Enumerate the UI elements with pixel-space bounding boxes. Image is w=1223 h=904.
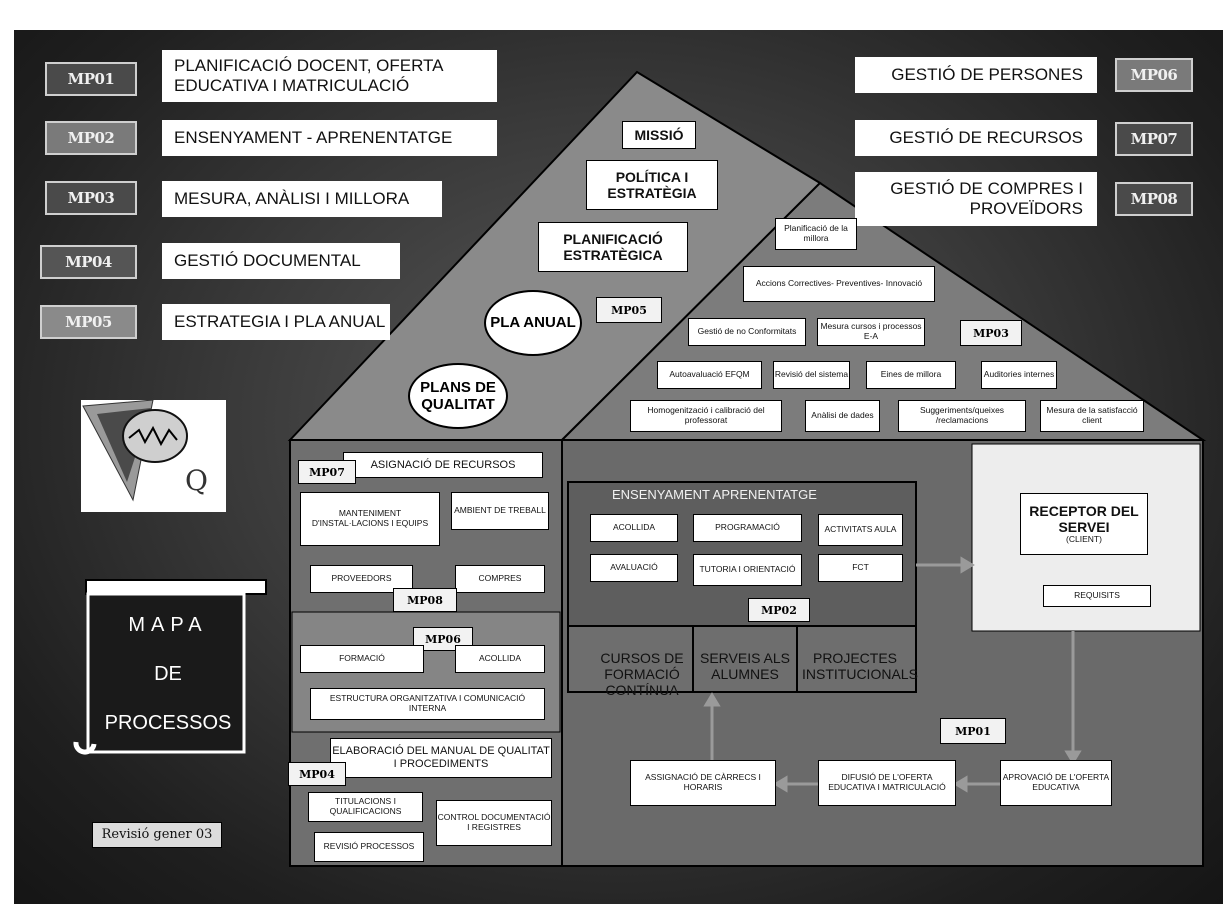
requisits-box: REQUISITS: [1043, 585, 1151, 607]
legend-label-mp03: MESURA, ANÀLISI I MILLORA: [162, 181, 442, 217]
fct-box: FCT: [818, 554, 903, 582]
legend-label-mp01: PLANIFICACIÓ DOCENT, OFERTA EDUCATIVA I …: [162, 50, 497, 102]
mp04-label: MP04: [288, 762, 346, 786]
ambient-box: AMBIENT DE TREBALL: [451, 492, 549, 530]
cursos-label: CURSOS DE FORMACIÓ CONTÍNUA: [600, 650, 684, 698]
estructura-box: ESTRUCTURA ORGANITZATIVA I COMUNICACIÓ I…: [310, 688, 545, 720]
plans-qualitat-ellipse: PLANS DE QUALITAT: [408, 363, 508, 429]
auditories-box: Auditories internes: [981, 361, 1057, 389]
pla-anual-ellipse: PLA ANUAL: [484, 290, 582, 356]
politica-box: POLÍTICA I ESTRATÈGIA: [586, 160, 718, 210]
mapa-line2: DE: [154, 663, 182, 685]
mp01-label: MP01: [940, 718, 1006, 744]
assignacio-recursos-box: ASIGNACIÓ DE RECURSOS: [343, 452, 543, 478]
legend-label-mp07: GESTIÓ DE RECURSOS: [855, 120, 1097, 156]
homogenitzacio-box: Homogenització i calibració del professo…: [630, 400, 782, 432]
flow-arrows: [703, 556, 1082, 793]
mp07-label: MP07: [298, 460, 356, 484]
scroll-graphic: [73, 579, 267, 755]
manteniment-box: MANTENIMENT D'INSTAL·LACIONS I EQUIPS: [300, 492, 440, 546]
analisi-dades-box: Anàlisi de dades: [805, 400, 880, 432]
legend-code-mp01: MP01: [45, 62, 137, 96]
activitats-box: ACTIVITATS AULA: [818, 514, 903, 546]
mp02-label: MP02: [748, 598, 810, 622]
avaluacio-box: AVALUACIÓ: [590, 554, 678, 582]
legend-code-mp04: MP04: [40, 245, 137, 279]
aprovacio-box: APROVACIÓ DE L'OFERTA EDUCATIVA: [1000, 760, 1112, 806]
legend-label-mp04: GESTIÓ DOCUMENTAL: [162, 243, 400, 279]
planificacio-millora-box: Planificació de la millora: [775, 218, 857, 250]
mesura-cursos-box: Mesura cursos i processos E-A: [817, 318, 925, 346]
revisio-processos-box: REVISIÓ PROCESSOS: [314, 832, 424, 862]
revisio-label: Revisió gener 03: [92, 822, 222, 848]
legend-label-mp08: GESTIÓ DE COMPRES I PROVEÏDORS: [855, 172, 1097, 226]
serveis-label: SERVEIS ALS ALUMNES: [700, 650, 791, 682]
autoavaluacio-box: Autoavaluació EFQM: [657, 361, 762, 389]
receptor-box: RECEPTOR DEL SERVEI (CLIENT): [1020, 493, 1148, 555]
programacio-box: PROGRAMACIÓ: [693, 514, 802, 542]
legend-code-mp06: MP06: [1115, 58, 1193, 92]
revisio-sistema-box: Revisió del sistema: [773, 361, 850, 389]
elaboracio-box: ELABORACIÓ DEL MANUAL DE QUALITAT I PROC…: [330, 738, 552, 778]
compres-box: COMPRES: [455, 565, 545, 593]
receptor-title: RECEPTOR DEL SERVEI: [1029, 503, 1139, 536]
accions-box: Accions Correctives- Preventives- Innova…: [743, 266, 935, 302]
ensenyament-title: ENSENYAMENT APRENENTATGE: [612, 487, 817, 502]
formacio-box: FORMACIÓ: [300, 645, 424, 673]
legend-code-mp03: MP03: [45, 181, 137, 215]
mp03-label: MP03: [960, 320, 1022, 346]
acollida-box: ACOLLIDA: [590, 514, 678, 542]
tutoria-box: TUTORIA I ORIENTACIÓ: [693, 554, 802, 586]
mapa-line1: MAPA: [128, 614, 208, 636]
mp08-label: MP08: [393, 588, 457, 612]
gestio-no-conformitats-box: Gestió de no Conformitats: [688, 318, 806, 346]
legend-code-mp08: MP08: [1115, 182, 1193, 216]
control-box: CONTROL DOCUMENTACIÓ I REGISTRES: [436, 800, 552, 846]
acollida-left-box: ACOLLIDA: [455, 645, 545, 673]
planificacio-estrategica-box: PLANIFICACIÓ ESTRATÈGICA: [538, 222, 688, 272]
legend-label-mp05: ESTRATEGIA I PLA ANUAL: [162, 304, 390, 340]
legend-code-mp07: MP07: [1115, 122, 1193, 156]
logo-letter: Q: [185, 464, 208, 497]
projectes-label: PROJECTES INSTITUCIONALS: [802, 650, 918, 682]
mp05-label: MP05: [596, 297, 662, 323]
receptor-sub: (CLIENT): [1066, 534, 1102, 545]
logo-graphic: [82, 399, 188, 502]
suggeriments-box: Suggeriments/queixes /reclamacions: [898, 400, 1026, 432]
mesura-satisfaccio-box: Mesura de la satisfacció client: [1040, 400, 1144, 432]
logo: Q: [81, 399, 226, 512]
titulacions-box: TITULACIONS I QUALIFICACIONS: [308, 792, 423, 822]
services-block: [567, 625, 917, 693]
difusio-box: DIFUSIÓ DE L'OFERTA EDUCATIVA I MATRICUL…: [818, 760, 956, 806]
eines-millora-box: Eines de millora: [866, 361, 956, 389]
missio-box: MISSIÓ: [622, 121, 696, 149]
assignacio-carrecs-box: ASSIGNACIÓ DE CÀRRECS I HORARIS: [630, 760, 776, 806]
legend-label-mp02: ENSENYAMENT - APRENENTATGE: [162, 120, 497, 156]
mapa-line3: PROCESSOS: [104, 712, 232, 734]
legend-label-mp06: GESTIÓ DE PERSONES: [855, 57, 1097, 93]
legend-code-mp05: MP05: [40, 305, 137, 339]
legend-code-mp02: MP02: [45, 121, 137, 155]
